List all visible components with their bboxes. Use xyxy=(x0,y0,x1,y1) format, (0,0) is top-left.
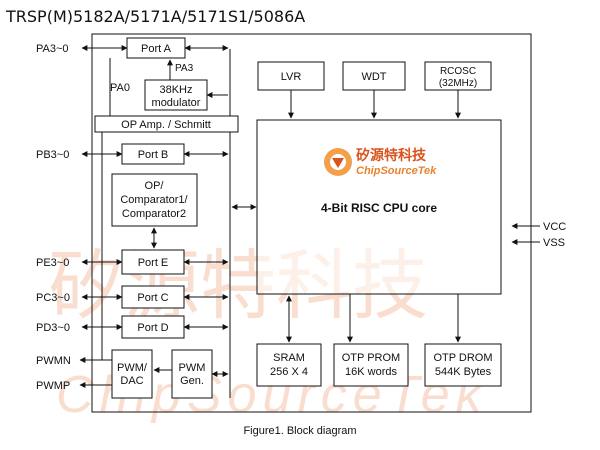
pwm-gen-label-line1: PWM xyxy=(179,362,206,374)
modulator-label-line2: modulator xyxy=(152,97,201,109)
logo-chinese-text: 矽源特科技 xyxy=(356,147,427,164)
sram-label-line1: SRAM xyxy=(273,352,305,364)
comparator-label-line1: OP/ xyxy=(145,180,165,192)
pa0-signal-label: PA0 xyxy=(110,82,130,94)
chip-boundary xyxy=(91,33,532,413)
modulator-block xyxy=(144,79,208,111)
wdt-label: WDT xyxy=(361,71,386,83)
pa3-signal-label: PA3 xyxy=(175,63,194,74)
rcosc-label-line1: RCOSC xyxy=(440,66,476,77)
pc3-0-pin-label: PC3~0 xyxy=(36,292,70,304)
pd3-0-pin-label: PD3~0 xyxy=(36,322,70,334)
cpu-core-block xyxy=(256,119,502,295)
port-a-label: Port A xyxy=(141,43,172,55)
figure-caption: Figure1. Block diagram xyxy=(243,425,356,437)
port-b-label: Port B xyxy=(138,149,169,161)
sram-block xyxy=(256,343,322,387)
vcc-pin-label: VCC xyxy=(543,221,566,233)
otp-drom-label-line1: OTP DROM xyxy=(433,352,492,364)
otp-drom-label-line2: 544K Bytes xyxy=(435,366,492,378)
comparator-block xyxy=(111,173,198,227)
port-d-label: Port D xyxy=(137,322,168,334)
pwm-dac-label-line2: DAC xyxy=(120,375,143,387)
pb3-0-pin-label: PB3~0 xyxy=(36,149,69,161)
vss-pin-label: VSS xyxy=(543,237,565,249)
pwm-dac-block xyxy=(111,349,153,399)
modulator-label-line1: 38KHz xyxy=(159,84,192,96)
pwm-gen-label-line2: Gen. xyxy=(180,375,204,387)
cpu-core-label: 4-Bit RISC CPU core xyxy=(321,201,437,215)
comparator-label-line2: Comparator1/ xyxy=(120,194,188,206)
pwm-gen-block xyxy=(171,349,213,399)
logo-english-text: ChipSourceTek xyxy=(356,165,437,177)
rcosc-label-line2: (32MHz) xyxy=(439,78,477,89)
port-e-block xyxy=(121,249,185,275)
company-logo: 矽源特科技 ChipSourceTek xyxy=(324,147,437,177)
op-amp-block xyxy=(94,115,239,133)
pwmp-pin-label: PWMP xyxy=(36,380,70,392)
pwmn-pin-label: PWMN xyxy=(36,355,71,367)
otp-prom-label-line2: 16K words xyxy=(345,366,397,378)
port-c-label: Port C xyxy=(137,292,168,304)
comparator-label-line3: Comparator2 xyxy=(122,208,186,220)
otp-drom-block xyxy=(424,343,502,387)
otp-prom-label-line1: OTP PROM xyxy=(342,352,400,364)
pe3-0-pin-label: PE3~0 xyxy=(36,257,69,269)
op-amp-label: OP Amp. / Schmitt xyxy=(121,119,211,131)
pwm-dac-label-line1: PWM/ xyxy=(117,362,148,374)
port-e-label: Port E xyxy=(138,257,169,269)
otp-prom-block xyxy=(333,343,409,387)
sram-label-line2: 256 X 4 xyxy=(270,366,308,378)
lvr-label: LVR xyxy=(281,71,302,83)
diagram-title: TRSP(M)5182A/5171A/5171S1/5086A xyxy=(5,7,305,26)
pa3-0-pin-label: PA3~0 xyxy=(36,43,69,55)
